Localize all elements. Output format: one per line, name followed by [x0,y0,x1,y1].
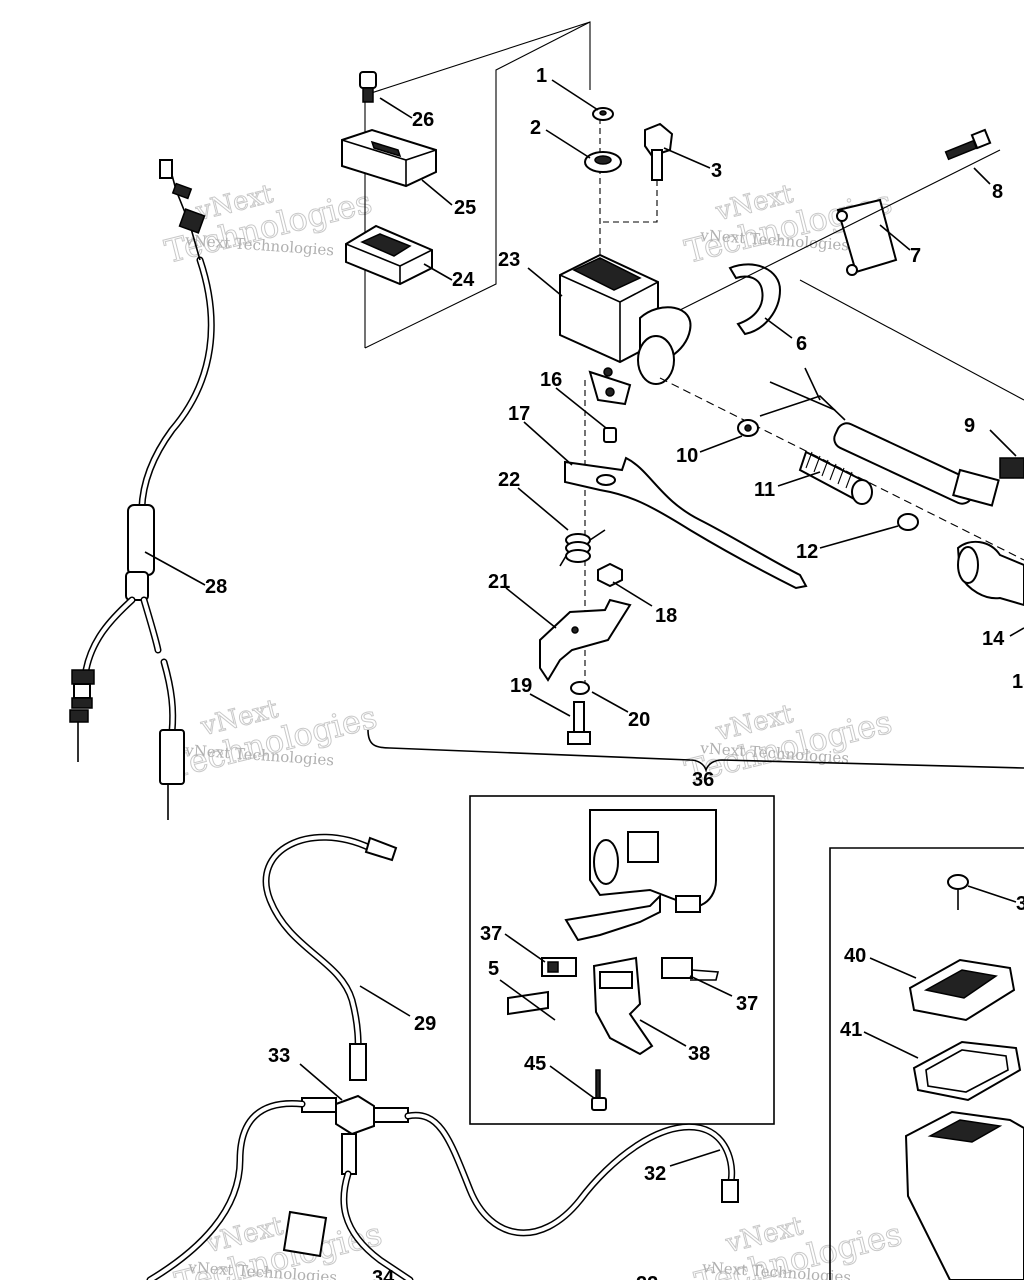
diaphragm-24 [345,224,433,286]
bracket-38 [592,956,654,1056]
callout-19: 19 [510,675,532,697]
callout-3: 3 [711,160,722,182]
lever-17 [564,456,808,590]
cap-2 [584,151,622,173]
brake-line-34 [282,1170,414,1280]
bolt-19 [567,701,591,745]
callout-20: 20 [628,709,650,731]
switch-9 [759,367,1024,507]
callout-8: 8 [992,181,1003,203]
bracket-7 [836,198,898,276]
callout-42: 22 [636,1273,658,1280]
callout-16: 16 [540,369,562,391]
switch-37a [541,957,577,977]
reservoir-frame-b [364,21,591,349]
callout-17: 17 [508,403,530,425]
callout-15: 15 [1012,671,1024,693]
screw-45 [591,1069,607,1111]
watermark-3: vNext Technologies [165,694,381,787]
callout-24: 24 [452,269,475,291]
callout-23: 23 [498,249,520,271]
master-cylinder-23 [559,253,692,406]
leader-28 [144,551,206,586]
gasket-41 [912,1040,1022,1102]
washer-1 [592,107,614,121]
callout-2: 2 [530,117,541,139]
cover-40 [908,958,1016,1022]
switch-37b [661,957,720,981]
brake-line-left [146,1100,306,1280]
group-brace-36 [367,729,1024,773]
callout-39: 3 [1016,893,1024,915]
callout-22: 22 [498,469,520,491]
nut-18 [597,562,623,588]
callout-32: 32 [644,1163,666,1185]
brake-line-29 [262,833,398,1081]
reservoir-cover-25 [341,128,437,188]
washer-12 [897,513,919,531]
plate-21 [539,598,632,682]
grommet-10 [737,419,759,437]
callout-40: 40 [844,945,866,967]
spring-22 [559,529,606,567]
inset-box [469,795,775,1125]
callout-9: 9 [964,415,975,437]
callout-6: 6 [796,333,807,355]
grip-11 [798,450,873,505]
callout-38: 38 [688,1043,710,1065]
axis-right-3 [679,149,1001,311]
callout-12: 12 [796,541,818,563]
reservoir-frame [364,21,591,348]
brake-line-32 [404,1111,739,1237]
leader-lines [299,79,1024,1167]
callout-5: 5 [488,958,499,980]
inset-box-right [829,847,1024,1280]
throttle-14 [956,540,1024,607]
callout-37b: 37 [736,993,758,1015]
callout-29: 29 [414,1013,436,1035]
callout-26: 26 [412,109,434,131]
callout-1: 1 [536,65,547,87]
callout-labels: 1 2 3 26 25 24 23 8 7 6 10 9 11 12 14 15… [205,65,1024,1280]
callout-21: 21 [488,571,510,593]
washer-20 [570,681,590,695]
bushing-16 [603,427,617,443]
callout-36: 36 [692,769,714,791]
callout-14: 14 [982,628,1005,650]
callout-28: 28 [205,576,227,598]
throttle-cable-28 [69,159,215,820]
callout-41: 41 [840,1019,862,1041]
reservoir-42 [904,1110,1024,1280]
callout-11: 11 [754,479,775,501]
callout-45: 45 [524,1053,546,1075]
screw-8 [944,128,992,161]
axis-3 [600,180,658,223]
clamp-6 [728,263,782,336]
axis-right-2 [799,279,1024,401]
bolt-3 [644,122,674,181]
callout-37a: 37 [480,923,502,945]
screw-26 [359,71,377,103]
screw-39 [947,874,969,910]
callout-7: 7 [910,245,921,267]
tee-block-33 [301,1094,409,1175]
callout-10: 10 [676,445,698,467]
callout-33: 33 [268,1045,290,1067]
callout-34: 34 [372,1267,395,1280]
callout-25: 25 [454,197,476,219]
axis-right-1 [659,377,1024,561]
inset-cylinder [564,809,717,942]
callout-18: 18 [655,605,677,627]
